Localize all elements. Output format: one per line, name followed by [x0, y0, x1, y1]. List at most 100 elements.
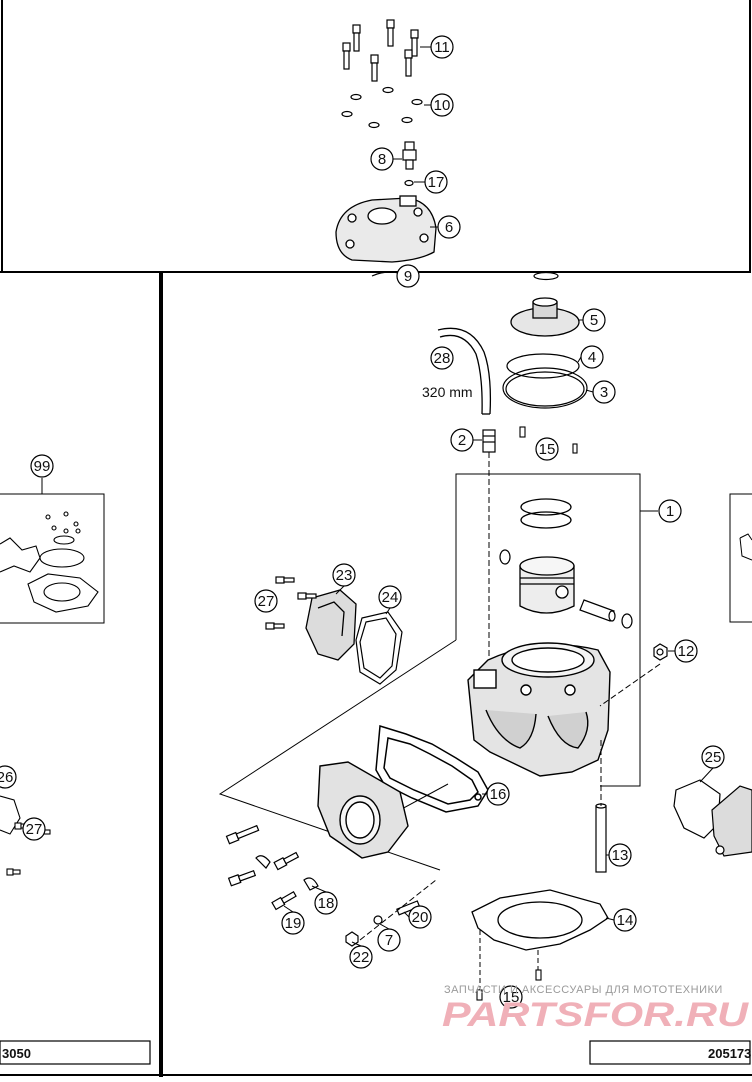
callout-circle [437, 215, 461, 239]
callout-6: 6 [430, 215, 461, 239]
callout-circle [424, 170, 448, 194]
head-cap [510, 297, 580, 337]
temp-sensor [402, 141, 417, 187]
water-hose [437, 327, 492, 415]
callout-number: 27 [258, 593, 275, 610]
callout-leader [385, 607, 391, 615]
callout-22: 22 [349, 941, 373, 969]
callout-number: 10 [434, 97, 451, 114]
cylinder-nut [653, 643, 668, 661]
nut-leader [599, 663, 661, 707]
callout-18: 18 [311, 885, 338, 915]
callout-25: 25 [699, 745, 725, 783]
callout-12: 12 [668, 639, 698, 663]
callout-number: 5 [590, 312, 598, 329]
kit-frame [455, 473, 658, 787]
callout-14: 14 [605, 908, 637, 932]
callout-number: 23 [336, 567, 353, 584]
callout-number: 24 [382, 589, 399, 606]
valve-screws [265, 576, 317, 630]
callout-circle [349, 945, 373, 969]
callout-circle [450, 428, 474, 452]
callout-19: 19 [281, 905, 305, 935]
callout-circle [486, 782, 510, 806]
code-box-left: 3050 [0, 1040, 151, 1065]
callout-number: 19 [285, 915, 302, 932]
right-kit-frame [729, 493, 752, 623]
callout-number: 1 [666, 503, 674, 520]
callout-leader [403, 911, 410, 918]
cylinder [467, 642, 611, 777]
piston [519, 556, 575, 614]
callout-circle [370, 147, 394, 171]
callout-circle [430, 93, 454, 117]
callout-10: 10 [424, 93, 454, 117]
callout-circle [580, 345, 604, 369]
cylinder-stud [595, 803, 607, 873]
gasket-kit-parts [0, 511, 99, 613]
wrist-pin [579, 599, 616, 622]
callout-circle [314, 891, 338, 915]
callout-number: 2 [458, 432, 466, 449]
callout-leader [379, 923, 390, 930]
gasket-kit-frame [0, 478, 105, 624]
callout-circle [378, 585, 402, 609]
dowel-pins-top [519, 426, 578, 454]
hose-fitting [482, 429, 496, 453]
callout-circle [430, 346, 454, 370]
callout-number: 17 [428, 174, 445, 191]
circlips [499, 549, 633, 629]
callout-circle [701, 745, 725, 769]
callout-99: 99 [30, 454, 54, 478]
callout-3: 3 [585, 380, 616, 404]
callout-number: 3 [600, 384, 608, 401]
head-bolts [342, 19, 419, 82]
callout-11: 11 [420, 35, 454, 59]
callout-circle [658, 499, 682, 523]
callout-9: 9 [396, 264, 420, 288]
callout-circle [674, 639, 698, 663]
callout-number: 4 [588, 349, 596, 366]
callout-number: 20 [412, 909, 429, 926]
callout-2: 2 [450, 428, 482, 452]
callouts-layer: 11 10 8 17 6 9 5 28 4 3 2 15 1 99 23 27 24 12 26 27 16 25 13 18… [0, 35, 725, 1009]
callout-number: 13 [612, 847, 629, 864]
callout-13: 13 [606, 843, 632, 867]
right-cover-parts [673, 779, 752, 857]
callout-circle [430, 35, 454, 59]
callout-number: 16 [490, 786, 507, 803]
callout-circle [613, 908, 637, 932]
callout-leader [585, 389, 594, 393]
callout-number: 8 [378, 151, 386, 168]
callout-26: 26 [0, 765, 17, 789]
callout-leader [699, 767, 714, 783]
callout-15a: 15 [535, 437, 559, 461]
callout-circle [535, 437, 559, 461]
callout-27a: 27 [254, 589, 278, 613]
hose-length-label: 320 mm [422, 384, 473, 400]
callout-circle [608, 843, 632, 867]
piston-rings [520, 498, 572, 529]
callout-circle [396, 264, 420, 288]
callout-24: 24 [378, 585, 402, 615]
callout-number: 6 [445, 219, 453, 236]
callout-23: 23 [332, 563, 356, 595]
callout-17: 17 [414, 170, 448, 194]
callout-number: 27 [26, 821, 43, 838]
callout-number: 25 [705, 749, 722, 766]
callout-number: 28 [434, 350, 451, 367]
callout-5: 5 [578, 308, 606, 332]
screw-leader [359, 879, 437, 941]
diagram-code-right: 205173 [708, 1046, 751, 1061]
callout-circle [582, 308, 606, 332]
callout-number: 14 [617, 912, 634, 929]
valve-cover [305, 589, 357, 661]
callout-circle [499, 985, 523, 1009]
callout-20: 20 [403, 905, 432, 929]
diagram-code-left: 3050 [2, 1046, 31, 1061]
callout-circle [592, 380, 616, 404]
code-box-right: 205173 [589, 1040, 751, 1065]
callout-8: 8 [370, 147, 402, 171]
